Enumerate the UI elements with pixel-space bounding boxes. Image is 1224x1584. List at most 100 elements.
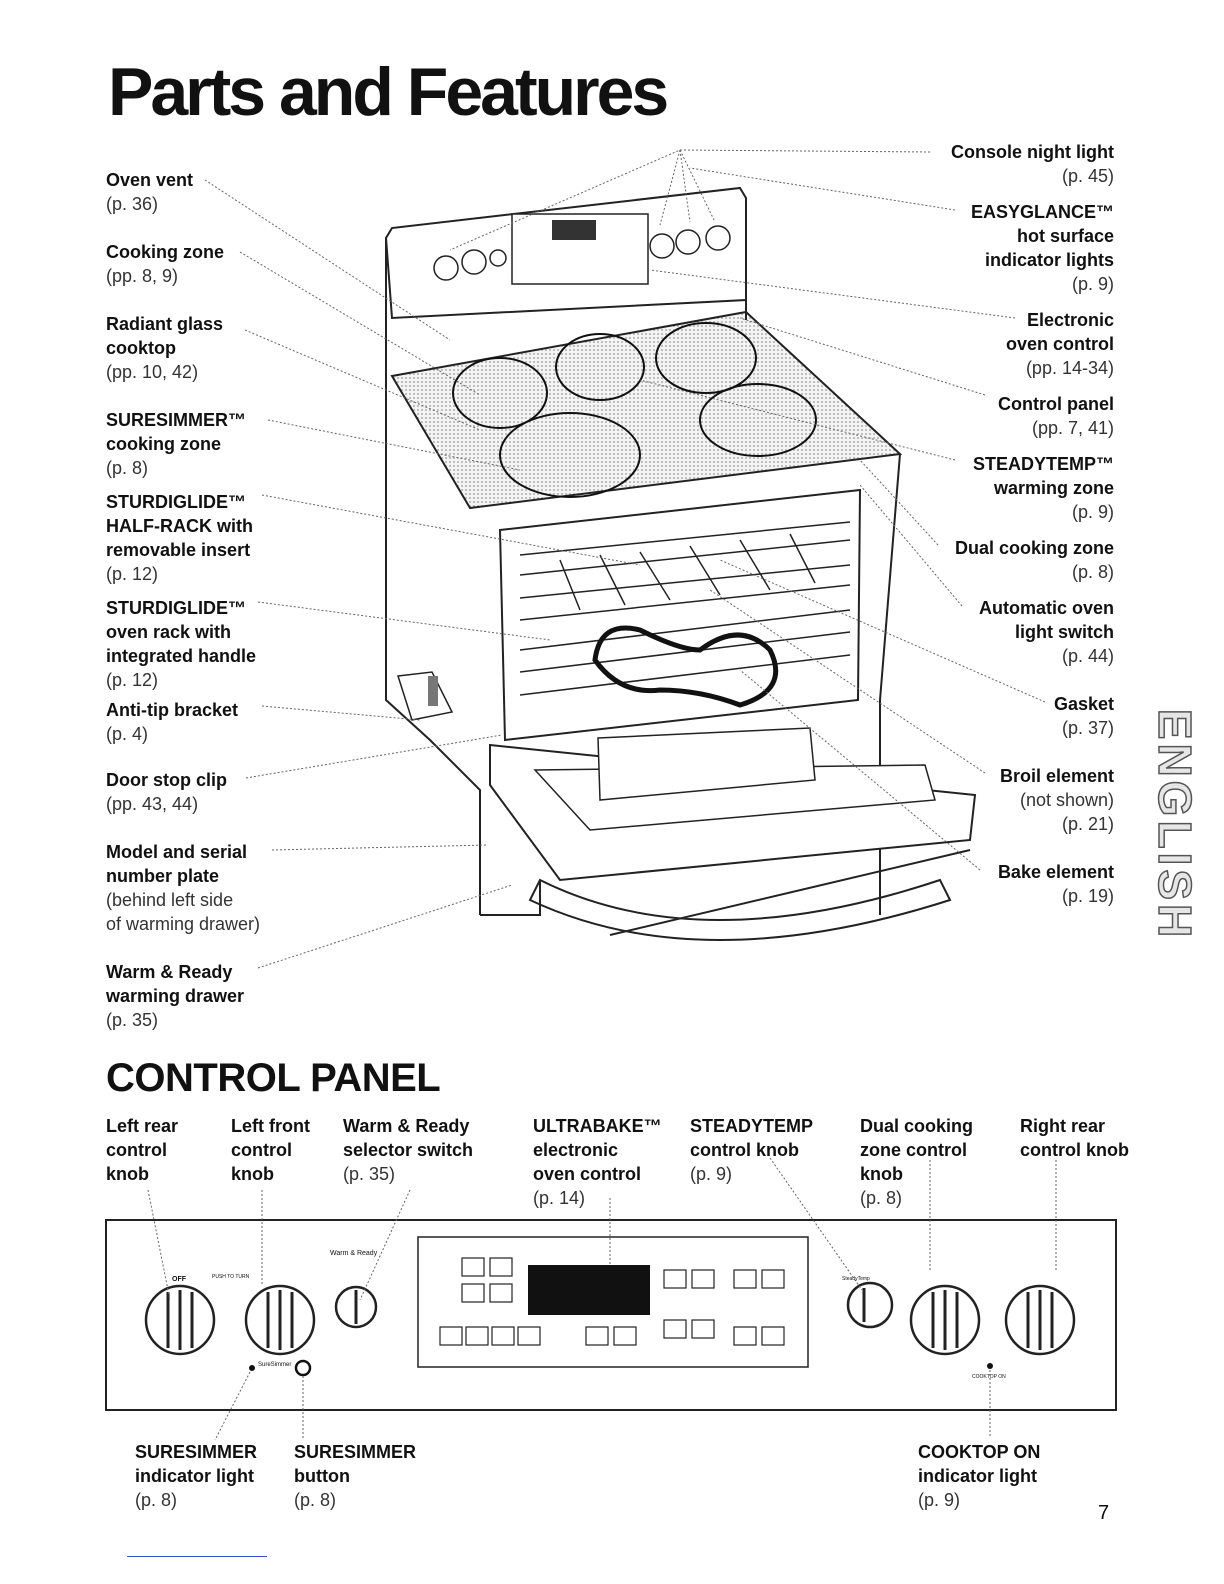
callout-ref: (not shown) [1019,790,1114,810]
callout-dual-cooking-zone: Dual cooking zone (p. 8) [955,536,1114,584]
callout-name-line3: indicator lights [984,250,1114,270]
callout-name: Broil element [999,766,1114,786]
callout-electronic-oven-control: Electronic oven control (pp. 14-34) [1006,308,1114,380]
callout-name: STURDIGLIDE™ [106,492,247,512]
cp-label-line2: selector switch [343,1140,474,1160]
cp-label-ref: (p. 14) [533,1188,586,1208]
callout-console-night-light: Console night light (p. 45) [951,140,1114,188]
section-title: CONTROL PANEL [106,1056,441,1100]
callout-name-line2: HALF-RACK with [106,516,253,536]
panel-warm-ready-text: Warm & Ready [330,1250,378,1257]
cp-label-line1: Left rear [106,1116,179,1136]
cp-label-line2: indicator light [918,1466,1037,1486]
footer-rule [127,1556,267,1557]
panel-steadytemp-text: SteadyTemp [842,1276,870,1282]
cp-label-line2: indicator light [135,1466,254,1486]
cp-label-line1: SURESIMMER [294,1442,417,1462]
cp-label-line2: electronic [533,1140,619,1160]
callout-ref: (p. 44) [1061,646,1114,666]
callout-ref: (pp. 14-34) [1025,358,1114,378]
cp-label-line2: control [231,1140,292,1160]
callout-ref: (p. 9) [1071,502,1114,522]
callout-ref: (pp. 8, 9) [106,266,179,286]
cp-label-line1: Left front [231,1116,310,1136]
cp-label-ref: (p. 8) [294,1490,337,1510]
callout-ref: (p. 8) [1071,562,1114,582]
cp-label-left-rear-knob: Left rear control knob [106,1114,178,1186]
callout-name-line2: warming zone [993,478,1114,498]
callout-ref: (p. 36) [106,194,159,214]
callout-bake-element: Bake element (p. 19) [998,860,1114,908]
cp-label-line3: knob [106,1164,149,1184]
cp-label-steadytemp-knob: STEADYTEMP control knob (p. 9) [690,1114,813,1186]
callout-radiant-glass-cooktop: Radiant glass cooktop (pp. 10, 42) [106,312,223,384]
callout-steadytemp-zone: STEADYTEMP™ warming zone (p. 9) [973,452,1114,524]
cp-label-line2: button [294,1466,350,1486]
cp-label-line3: knob [860,1164,903,1184]
cp-label-ultrabake-control: ULTRABAKE™ electronic oven control (p. 1… [533,1114,662,1210]
callout-ref: (p. 12) [106,670,159,690]
callout-easyglance-lights: EASYGLANCE™ hot surface indicator lights… [971,200,1114,296]
callout-oven-vent: Oven vent (p. 36) [106,168,193,216]
callout-ref: (p. 12) [106,564,159,584]
callout-name: STURDIGLIDE™ [106,598,247,618]
cp-label-line1: Warm & Ready [343,1116,470,1136]
cp-label-ref: (p. 9) [690,1164,733,1184]
callout-name: Radiant glass [106,314,224,334]
cp-label-line2: control [106,1140,167,1160]
cp-label-ref: (p. 8) [135,1490,178,1510]
cp-label-right-rear-knob: Right rear control knob [1020,1114,1129,1162]
cp-label-left-front-knob: Left front control knob [231,1114,310,1186]
callout-ref: (behind left side [106,890,234,910]
callout-name: Door stop clip [106,770,227,790]
callout-ref: (pp. 7, 41) [1031,418,1114,438]
callout-name: SURESIMMER™ [106,410,247,430]
knob-off-marker: OFF [172,1276,186,1283]
callout-ref: (p. 19) [1061,886,1114,906]
cp-label-ref: (p. 9) [918,1490,961,1510]
callout-suresimmer-zone: SURESIMMER™ cooking zone (p. 8) [106,408,246,480]
callout-name: Console night light [951,142,1114,162]
cp-label-line1: SURESIMMER [135,1442,258,1462]
callout-ref: (p. 37) [1061,718,1114,738]
callout-ref-line2: (p. 21) [1061,814,1114,834]
callout-oven-rack: STURDIGLIDE™ oven rack with integrated h… [106,596,256,692]
callout-name-line2: light switch [1015,622,1114,642]
callout-name: Automatic oven [978,598,1114,618]
callout-oven-light-switch: Automatic oven light switch (p. 44) [979,596,1114,668]
cp-label-line3: knob [231,1164,274,1184]
callout-ref: (p. 8) [106,458,149,478]
callout-name-line2: oven control [1005,334,1114,354]
callout-name: Control panel [998,394,1114,414]
callout-gasket: Gasket (p. 37) [1054,692,1114,740]
callout-warming-drawer: Warm & Ready warming drawer (p. 35) [106,960,244,1032]
cp-label-suresimmer-button: SURESIMMER button (p. 8) [294,1440,416,1512]
callout-name: Dual cooking zone [954,538,1114,558]
cp-label-warm-ready-switch: Warm & Ready selector switch (p. 35) [343,1114,473,1186]
callout-name: Cooking zone [106,242,224,262]
cp-label-line1: ULTRABAKE™ [533,1116,662,1136]
cp-label-dual-cooking-knob: Dual cooking zone control knob (p. 8) [860,1114,973,1210]
callout-ref: (p. 9) [1071,274,1114,294]
callout-ref-line2: of warming drawer) [106,914,261,934]
callout-door-stop-clip: Door stop clip (pp. 43, 44) [106,768,227,816]
push-to-turn-text: PUSH TO TURN [212,1274,250,1280]
callout-control-panel: Control panel (pp. 7, 41) [998,392,1114,440]
page-title: Parts and Features [108,54,669,130]
language-tab: ENGLISH [1148,700,1202,950]
callout-name-line2: cooking zone [106,434,222,454]
callout-ref: (p. 35) [106,1010,159,1030]
callout-anti-tip-bracket: Anti-tip bracket (p. 4) [106,698,238,746]
callout-name: Model and serial [106,842,248,862]
callout-name: Warm & Ready [106,962,233,982]
cp-label-ref: (p. 8) [860,1188,903,1208]
cp-label-line2: control knob [690,1140,799,1160]
callout-name: Oven vent [106,170,194,190]
callout-name-line2: warming drawer [106,986,245,1006]
callout-name-line2: cooktop [106,338,176,358]
cp-label-line1: COOKTOP ON [918,1442,1041,1462]
cp-label-line1: Dual cooking [860,1116,974,1136]
cp-label-line2: control knob [1020,1140,1129,1160]
callout-name-line2: oven rack with [106,622,232,642]
